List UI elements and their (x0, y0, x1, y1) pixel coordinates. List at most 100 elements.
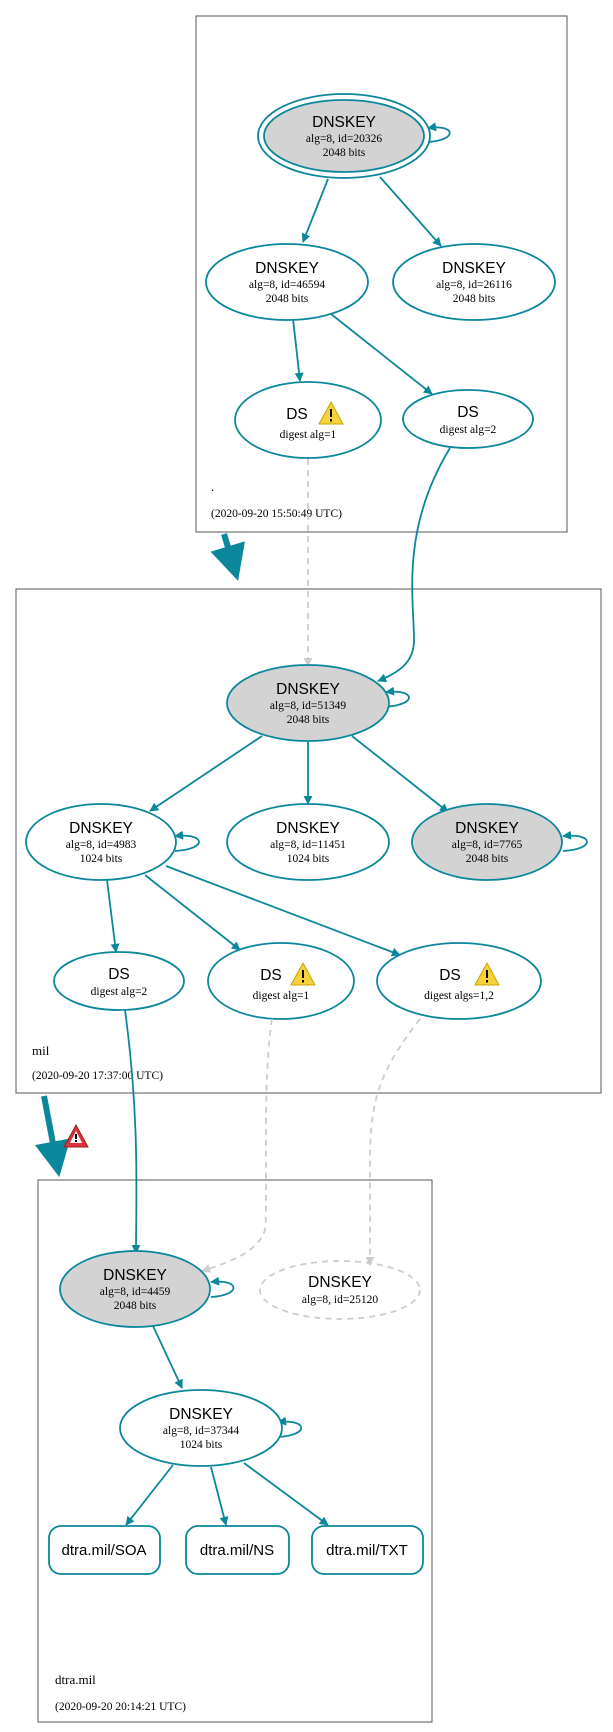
node-title: DS (286, 406, 308, 423)
node-line2: 2048 bits (466, 853, 509, 865)
mil-ds1-node[interactable]: DS digest alg=2 (53, 951, 185, 1011)
edge-mil-ksk-zsk1 (149, 735, 263, 812)
edge-dtra-zsk-txt (243, 1462, 329, 1526)
dtra-zsk-node[interactable]: DNSKEY alg=8, id=37344 1024 bits (119, 1389, 283, 1467)
edge-mil-zsk1-ds1 (106, 879, 120, 953)
node-line1: digest alg=2 (440, 424, 497, 436)
edge-root-zsk1-ds2 (330, 313, 433, 395)
edge-mil-zsk1-self (174, 830, 200, 852)
node-line2: 2048 bits (114, 1300, 157, 1312)
node-line1: digest alg=1 (280, 429, 337, 441)
zone-mil-box (15, 588, 602, 1094)
root-zsk1-node[interactable]: DNSKEY alg=8, id=46594 2048 bits (205, 243, 369, 321)
edge-root-ksk-zsk2 (379, 176, 442, 247)
node-line1: alg=8, id=20326 (306, 133, 382, 145)
node-line1: alg=8, id=25120 (302, 1294, 378, 1306)
edge-mil-key3-self (562, 830, 588, 852)
rrset-soa[interactable]: dtra.mil/SOA (48, 1525, 161, 1575)
node-line1: alg=8, id=4459 (100, 1286, 171, 1298)
node-line2: 2048 bits (266, 293, 309, 305)
zone-dtra-box (37, 1179, 433, 1723)
edge-mil-zsk1-ds2 (144, 874, 241, 951)
edge-dtra-zsk-self (277, 1416, 302, 1438)
root-ds1-node[interactable]: DS digest alg=1 (234, 381, 382, 459)
mil-ds2-node[interactable]: DS digest alg=1 (207, 942, 355, 1020)
zone-root-box (195, 15, 568, 533)
node-line2: 1024 bits (287, 853, 330, 865)
rrset-label: dtra.mil/NS (200, 1542, 274, 1559)
node-title: DS (439, 967, 461, 984)
edge-dtra-zsk-ns (210, 1466, 229, 1526)
node-title: DS (457, 404, 479, 421)
node-line1: alg=8, id=51349 (270, 700, 346, 712)
mil-zsk2-node[interactable]: DNSKEY alg=8, id=11451 1024 bits (226, 803, 390, 881)
node-line1: alg=8, id=26116 (436, 279, 512, 291)
edge-root-ds2-mil-ksk (377, 447, 451, 683)
rrset-label: dtra.mil/SOA (61, 1542, 146, 1559)
node-line1: alg=8, id=37344 (163, 1425, 239, 1437)
edge-root-ksk-self (427, 122, 451, 143)
warning-icon (290, 961, 316, 986)
node-line1: alg=8, id=4983 (66, 839, 137, 851)
zone-mil-time: (2020-09-20 17:37:00 UTC) (32, 1070, 163, 1082)
edge-root-ksk-zsk1 (301, 178, 329, 243)
node-line2: 2048 bits (453, 293, 496, 305)
node-line1: alg=8, id=11451 (270, 839, 346, 851)
zone-dtra-name: dtra.mil (55, 1672, 96, 1687)
node-title: DNSKEY (255, 260, 319, 277)
rrset-txt[interactable]: dtra.mil/TXT (311, 1525, 424, 1575)
warning-icon (474, 961, 500, 986)
node-title: DNSKEY (442, 260, 506, 277)
node-title: DNSKEY (308, 1274, 372, 1291)
edge-mil-ds3-dtra-missing (365, 1018, 421, 1266)
node-title: DNSKEY (69, 820, 133, 837)
mil-ds3-node[interactable]: DS digest algs=1,2 (376, 942, 542, 1020)
node-title: DNSKEY (276, 820, 340, 837)
node-line2: 1024 bits (180, 1439, 223, 1451)
zone-mil-name: mil (32, 1043, 50, 1058)
node-title: DS (108, 966, 130, 983)
node-line1: digest algs=1,2 (424, 990, 494, 1002)
edge-dtra-zsk-soa (125, 1464, 174, 1526)
node-line2: 2048 bits (323, 147, 366, 159)
root-ds2-node[interactable]: DS digest alg=2 (402, 389, 534, 449)
edge-root-zsk1-ds1 (292, 318, 304, 382)
edge-mil-zsk1-ds3 (165, 865, 401, 957)
edge-dtra-ksk-zsk (152, 1325, 183, 1389)
zone-dtra-time: (2020-09-20 20:14:21 UTC) (55, 1701, 186, 1713)
dtra-ksk-node[interactable]: DNSKEY alg=8, id=4459 2048 bits (59, 1250, 211, 1328)
mil-ksk-node[interactable]: DNSKEY alg=8, id=51349 2048 bits (226, 664, 390, 742)
delegation-mil-to-dtra (34, 1095, 71, 1178)
node-line1: alg=8, id=46594 (249, 279, 325, 291)
zone-root-time: (2020-09-20 15:50:49 UTC) (211, 508, 342, 520)
zone-root-name: . (211, 479, 214, 494)
ksk-inner-ring (263, 99, 425, 173)
node-line2: 2048 bits (287, 714, 330, 726)
rrset-ns[interactable]: dtra.mil/NS (185, 1525, 290, 1575)
node-line2: 1024 bits (80, 853, 123, 865)
node-line1: digest alg=2 (91, 986, 148, 998)
node-title: DS (260, 967, 282, 984)
mil-key3-node[interactable]: DNSKEY alg=8, id=7765 2048 bits (411, 803, 563, 881)
node-title: DNSKEY (276, 681, 340, 698)
node-line1: digest alg=1 (253, 990, 310, 1002)
node-title: DNSKEY (103, 1267, 167, 1284)
root-zsk2-node[interactable]: DNSKEY alg=8, id=26116 2048 bits (392, 243, 556, 321)
root-ksk-node[interactable]: DNSKEY alg=8, id=20326 2048 bits (257, 93, 431, 179)
ksk-outer-ring (257, 93, 431, 179)
error-icon (63, 1123, 89, 1148)
edge-dtra-ksk-self (210, 1276, 235, 1298)
dtra-missing-key-node[interactable]: DNSKEY alg=8, id=25120 (259, 1260, 421, 1320)
edge-mil-ksk-key3 (351, 735, 449, 813)
node-title: DNSKEY (455, 820, 519, 837)
node-title: DNSKEY (169, 1406, 233, 1423)
rrset-label: dtra.mil/TXT (326, 1542, 408, 1559)
node-line1: alg=8, id=7765 (452, 839, 523, 851)
edge-mil-ds2-dtra-ksk (201, 1018, 273, 1273)
warning-icon (318, 400, 344, 425)
node-title: DNSKEY (312, 114, 376, 131)
edge-mil-ksk-self (383, 686, 410, 708)
delegation-root-to-mil (210, 533, 245, 581)
mil-zsk1-node[interactable]: DNSKEY alg=8, id=4983 1024 bits (25, 803, 177, 881)
